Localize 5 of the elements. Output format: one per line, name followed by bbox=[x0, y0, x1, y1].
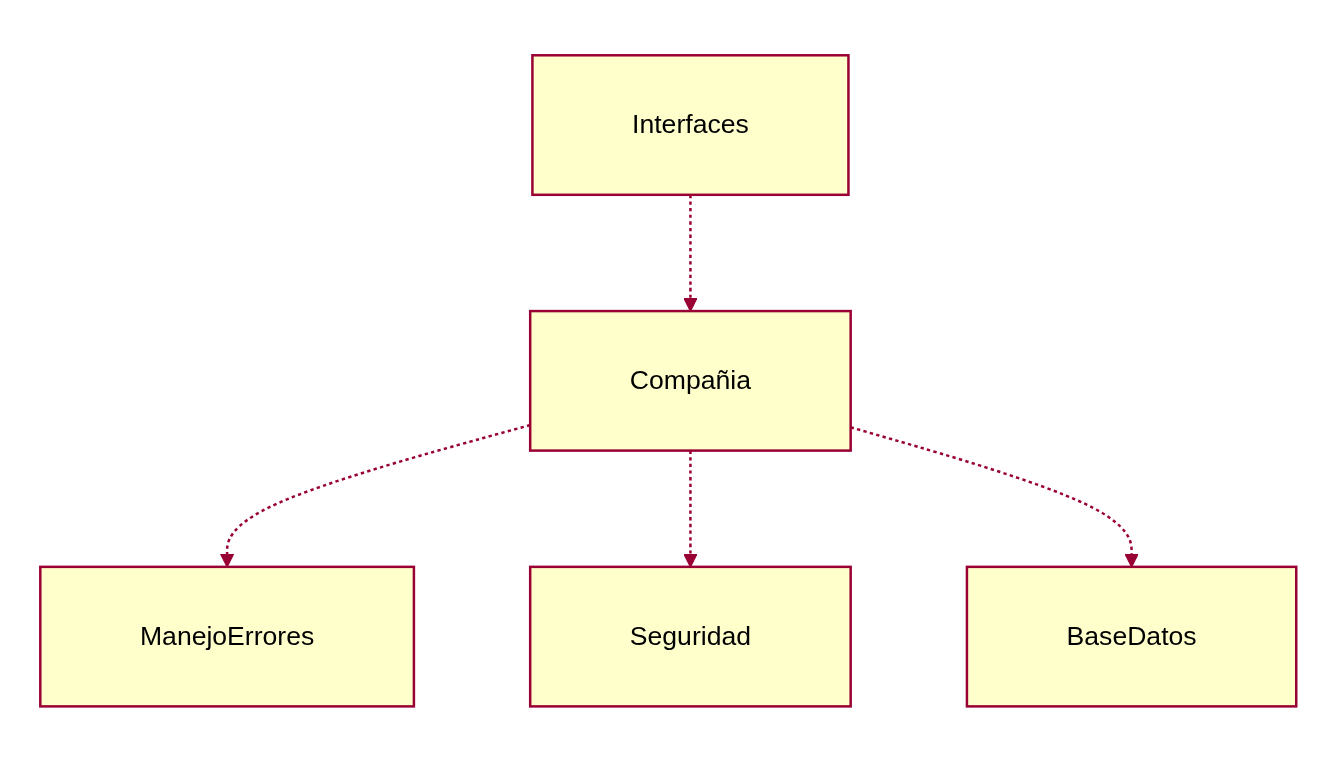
node-box: BaseDatos bbox=[965, 565, 1298, 708]
node-box: Interfaces bbox=[530, 53, 850, 196]
node-box: Compañia bbox=[528, 309, 852, 452]
node-box: ManejoErrores bbox=[38, 565, 415, 708]
node-box: Seguridad bbox=[528, 565, 852, 708]
